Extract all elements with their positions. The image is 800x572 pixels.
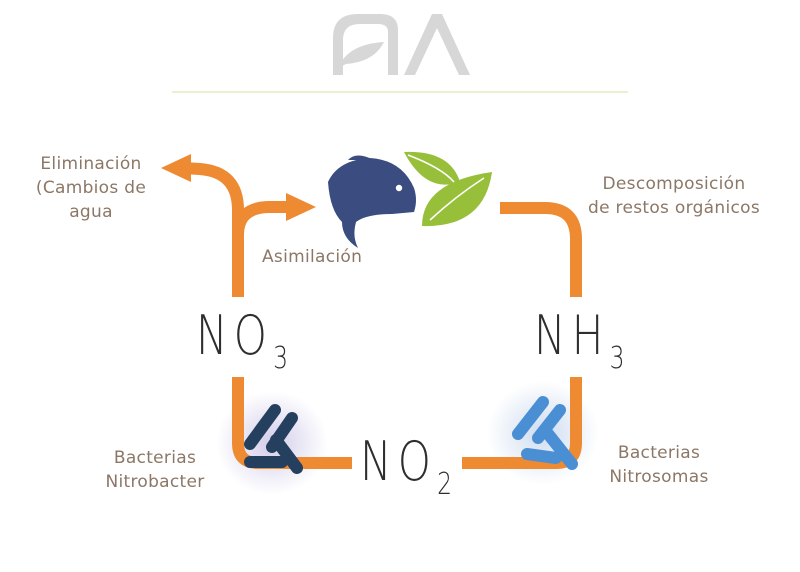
label-nitrosomas-line-1: Bacterias bbox=[617, 443, 701, 463]
bacterium-8 bbox=[539, 424, 578, 470]
compound-no2: NO2 bbox=[360, 430, 453, 503]
label-elimination-line-3: agua bbox=[69, 202, 113, 222]
label-elimination-line-1: Eliminación bbox=[40, 154, 142, 174]
label-elimination-line-2: (Cambios de bbox=[35, 178, 147, 198]
bacterium-1 bbox=[244, 404, 281, 450]
arrowhead-elimination bbox=[161, 154, 191, 182]
fish-icon bbox=[328, 155, 416, 248]
label-decomposition-line-1: Descomposición bbox=[602, 174, 746, 194]
bacterium-4 bbox=[270, 434, 303, 474]
label-nitrobacter-line-1: Bacterias bbox=[113, 448, 197, 468]
bacterium-7 bbox=[521, 448, 562, 464]
compound-nh3: NH3 bbox=[534, 304, 625, 377]
label-nitrosomas: Bacterias Nitrosomas bbox=[596, 441, 722, 489]
flow-up-left bbox=[182, 162, 244, 297]
label-nitrobacter-line-2: Nitrobacter bbox=[105, 472, 205, 492]
arrowhead-assimilation bbox=[286, 193, 316, 221]
brand-logo-icon bbox=[333, 14, 470, 75]
label-elimination: Eliminación (Cambios de agua bbox=[26, 152, 156, 224]
bacteria-icon bbox=[244, 404, 303, 474]
flow-up-right bbox=[232, 201, 290, 236]
label-decomposition-line-2: de restos orgánicos bbox=[587, 198, 760, 218]
label-assimilation: Asimilación bbox=[262, 247, 363, 267]
leaf-icon bbox=[404, 151, 492, 227]
label-nitrosomas-line-2: Nitrosomas bbox=[609, 467, 709, 487]
bacteria-icon bbox=[512, 396, 578, 470]
compound-no3: NO3 bbox=[196, 304, 289, 377]
bacterium-5 bbox=[512, 396, 549, 440]
flow-right-upper bbox=[500, 202, 582, 297]
label-nitrobacter: Bacterias Nitrobacter bbox=[92, 446, 218, 494]
label-decomposition: Descomposición de restos orgánicos bbox=[572, 172, 776, 220]
